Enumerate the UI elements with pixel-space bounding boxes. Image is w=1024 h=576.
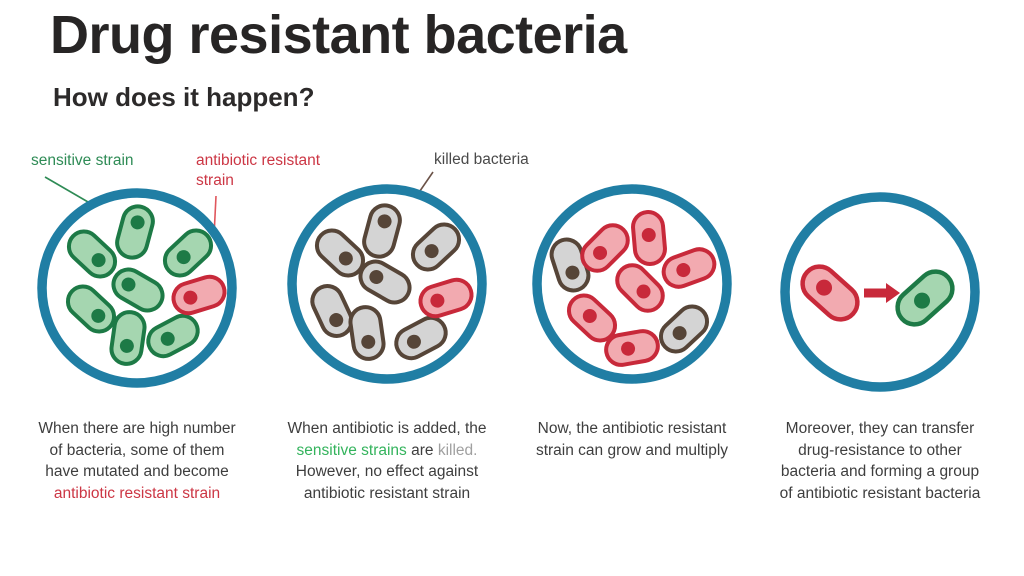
transfer-arrow-icon: [864, 283, 900, 303]
bacterium-red: [661, 247, 717, 289]
step-caption-1: When there are high number of bacteria, …: [31, 418, 243, 504]
bacterium-gray: [310, 284, 354, 338]
bacterium-red: [800, 264, 860, 322]
bacterium-green: [895, 269, 955, 327]
bacterium-gray: [362, 203, 402, 259]
petri-dish-step-1: [37, 188, 237, 388]
bacterium-green: [115, 204, 155, 260]
petri-dish-step-3: [532, 184, 732, 384]
step-caption-4: Moreover, they can transfer drug-resista…: [774, 418, 986, 504]
caption-segment: Moreover, they can transfer drug-resista…: [779, 420, 981, 502]
step-caption-2: When antibiotic is added, the sensitive …: [281, 418, 493, 504]
bacterium-gray: [394, 315, 448, 361]
bacterium-gray: [658, 304, 710, 354]
caption-segment: antibiotic resistant strain: [53, 484, 221, 502]
caption-segment: When antibiotic is added, the: [287, 420, 487, 437]
caption-segment: However, no effect against antibiotic re…: [295, 463, 479, 502]
caption-segment: are: [406, 441, 438, 459]
bacterium-green: [65, 284, 117, 334]
bacterium-red: [580, 223, 630, 273]
bacterium-gray: [410, 222, 462, 272]
bacterium-red: [566, 293, 618, 343]
bacterium-green: [66, 229, 118, 279]
bacterium-green: [111, 267, 165, 313]
bacterium-gray: [348, 305, 386, 361]
legend-label-killed-bacteria: killed bacteria: [434, 151, 529, 168]
legend-label-sensitive-strain: sensitive strain: [31, 152, 134, 169]
bacterium-gray: [314, 228, 366, 278]
bacterium-red: [631, 210, 667, 266]
page-title: Drug resistant bacteria: [50, 5, 627, 65]
caption-segment: Now, the antibiotic resistant strain can…: [535, 420, 729, 459]
bacterium-green: [162, 228, 214, 278]
caption-segment: When there are high number of bacteria, …: [38, 420, 236, 481]
legend-label-antibiotic-resistant-strain: antibiotic resistant strain: [196, 152, 321, 189]
bacterium-green: [109, 310, 147, 366]
bacterium-green: [146, 313, 200, 359]
bacterium-gray: [358, 259, 412, 305]
step-caption-3: Now, the antibiotic resistant strain can…: [526, 418, 738, 461]
page-subtitle: How does it happen?: [53, 82, 315, 112]
bacterium-red: [418, 277, 474, 319]
bacterium-red: [604, 329, 660, 367]
petri-dish-step-2: [287, 184, 487, 384]
caption-segment: sensitive strains: [296, 441, 407, 459]
petri-dish-step-4: [780, 192, 980, 392]
bacterium-red: [171, 274, 227, 316]
caption-segment: killed.: [437, 441, 478, 459]
bacterium-red: [615, 263, 665, 313]
